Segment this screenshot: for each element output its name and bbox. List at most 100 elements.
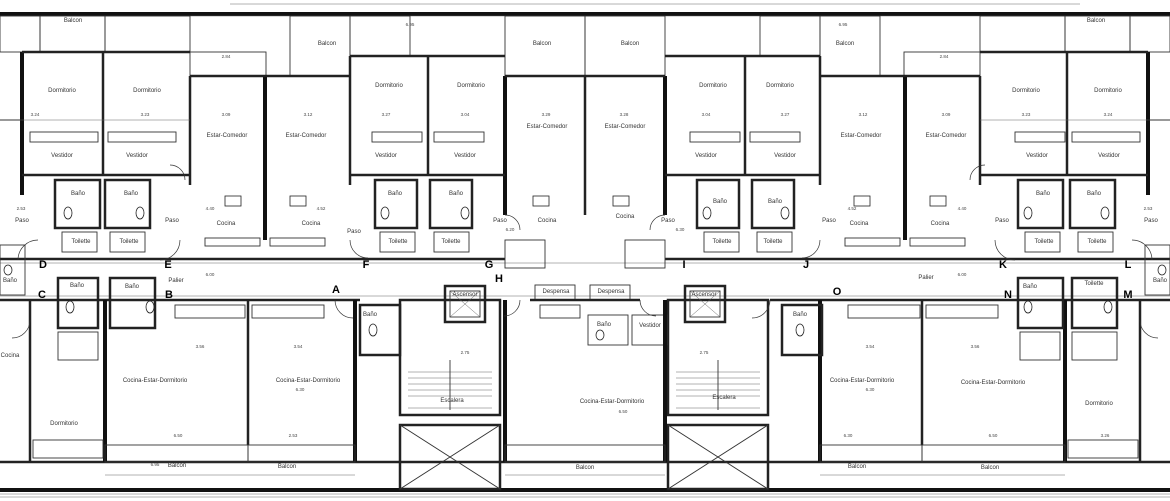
room-label: Toilette <box>763 239 783 245</box>
room-label: Vestidor <box>375 153 397 159</box>
room-label: Baño <box>71 191 86 197</box>
dimension-label: 3.27 <box>781 112 790 117</box>
room-label: Dormitorio <box>1094 88 1122 94</box>
room-label: Cocina <box>850 221 869 227</box>
dimension-label: 3.56 <box>196 344 205 349</box>
room-label: Vestidor <box>1098 153 1120 159</box>
dimension-label: 6.95 <box>406 22 415 27</box>
room-label: Baño <box>1036 191 1051 197</box>
dimension-label: 6.50 <box>989 433 998 438</box>
room-label: Vestidor <box>639 323 661 329</box>
unit-letter: E <box>164 259 171 271</box>
room-label: Cocina <box>931 221 950 227</box>
dimension-label: 2.84 <box>940 54 949 59</box>
room-label: Baño <box>597 322 612 328</box>
dimension-label: 3.28 <box>620 112 629 117</box>
room-label: Baño <box>449 191 464 197</box>
dimension-label: 3.04 <box>461 112 470 117</box>
room-label: Paso <box>995 218 1009 224</box>
room-label: Estar-Comedor <box>207 133 248 139</box>
room-label: Escalera <box>712 395 736 401</box>
dimension-label: 2.84 <box>222 54 231 59</box>
room-label: Balcon <box>278 464 296 470</box>
unit-letter: N <box>1004 289 1012 301</box>
dimension-label: 3.04 <box>702 112 711 117</box>
room-label: Paso <box>661 218 675 224</box>
dimension-label: 6.95 <box>151 462 160 467</box>
dimension-label: 6.30 <box>844 433 853 438</box>
room-label: Balcon <box>981 465 999 471</box>
room-label: Baño <box>388 191 403 197</box>
room-label: Toilette <box>71 239 91 245</box>
room-label: Dormitorio <box>699 83 727 89</box>
room-label: Baño <box>3 278 18 284</box>
room-label: Palier <box>168 278 183 284</box>
unit-letter: A <box>332 284 340 296</box>
dimension-label: 6.50 <box>174 433 183 438</box>
dimension-label: 3.12 <box>304 112 313 117</box>
dimension-label: 3.23 <box>1022 112 1031 117</box>
room-label: Vestidor <box>695 153 717 159</box>
unit-letter: K <box>999 259 1007 271</box>
room-label: Dormitorio <box>48 88 76 94</box>
top-balconies <box>0 15 1170 77</box>
room-label: Vestidor <box>51 153 73 159</box>
room-label: Baño <box>363 312 378 318</box>
room-label: Toilette <box>1087 239 1107 245</box>
room-label: Ascensor <box>452 292 477 298</box>
room-label: Baño <box>1087 191 1102 197</box>
room-label: Baño <box>70 283 85 289</box>
unit-letter: O <box>833 286 842 298</box>
room-label: Balcon <box>168 463 186 469</box>
unit-letter: C <box>38 289 46 301</box>
room-label: Cocina-Estar-Dormitorio <box>830 378 895 384</box>
room-label: Paso <box>822 218 836 224</box>
room-label: Baño <box>1153 278 1168 284</box>
lower-unit-walls <box>28 276 1142 476</box>
dimension-label: 3.54 <box>866 344 875 349</box>
room-label: Escalera <box>440 398 464 404</box>
dimension-label: 6.00 <box>206 272 215 277</box>
dimension-label: 3.23 <box>141 112 150 117</box>
room-label: Paso <box>347 229 361 235</box>
room-label: Cocina <box>616 214 635 220</box>
room-label: Dormitorio <box>1012 88 1040 94</box>
room-label: Cocina-Estar-Dormitorio <box>276 378 341 384</box>
dimension-label: 2.53 <box>289 433 298 438</box>
dimension-label: 6.00 <box>958 272 967 277</box>
unit-letter: I <box>682 259 685 271</box>
dimension-label: 6.30 <box>676 227 685 232</box>
upper-unit-walls <box>0 50 1170 296</box>
room-label: Cocina-Estar-Dormitorio <box>961 380 1026 386</box>
room-label: Toilette <box>712 239 732 245</box>
unit-letter: B <box>165 289 173 301</box>
room-label: Cocina <box>1 353 20 359</box>
central-core <box>398 239 770 491</box>
dimension-label: 6.20 <box>506 227 515 232</box>
room-label: Estar-Comedor <box>527 124 568 130</box>
room-label: Despensa <box>542 289 570 295</box>
unit-letter: G <box>485 259 494 271</box>
room-label: Dormitorio <box>1085 401 1113 407</box>
room-label: Cocina <box>217 221 236 227</box>
room-label: Baño <box>768 199 783 205</box>
room-label: Balcon <box>1087 18 1105 24</box>
room-label: Vestidor <box>454 153 476 159</box>
room-label: Balcon <box>318 41 336 47</box>
dimension-label: 4.40 <box>958 206 967 211</box>
room-label: Balcon <box>848 464 866 470</box>
corridor <box>0 257 1170 302</box>
dimension-label: 3.27 <box>382 112 391 117</box>
room-label: Toilette <box>441 239 461 245</box>
dimension-label: 2.53 <box>17 206 26 211</box>
dimension-label: 3.09 <box>222 112 231 117</box>
dimension-label: 2.75 <box>700 350 709 355</box>
room-label: Dormitorio <box>766 83 794 89</box>
dimension-label: 3.24 <box>31 112 40 117</box>
dimension-label: 6.30 <box>296 387 305 392</box>
unit-letter: D <box>39 259 47 271</box>
room-label: Baño <box>125 284 140 290</box>
dimension-label: 2.53 <box>1144 206 1153 211</box>
